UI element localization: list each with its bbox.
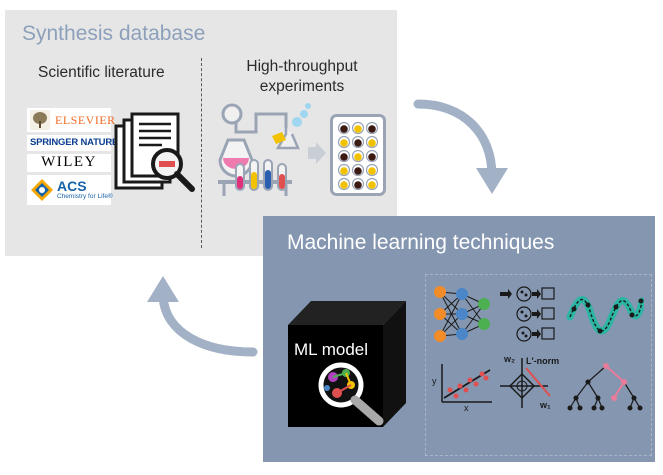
well-sample [340,125,348,133]
ml-model-label: ML model [294,340,369,359]
ml-techniques-box [425,274,652,456]
regression-y-axis-label: y [432,376,437,386]
regularization-w1-label: w₁ [539,400,551,410]
well-sample [340,153,348,161]
well-sample [354,153,362,161]
ml-title: Machine learning techniques [287,231,555,254]
well-plate-icon [330,114,386,196]
database-title: Synthesis database [22,22,206,45]
acs-logo: ACS Chemistry for Life® [27,175,113,205]
ml-model-cube-icon [288,301,406,427]
springer-nature-logo: SPRINGER NATURE [27,135,118,151]
springer-wordmark: SPRINGER NATURE [30,137,119,148]
wiley-logo: WILEY [27,154,111,172]
gaussian-process-icon [566,296,644,335]
well-sample [354,139,362,147]
document-stack-icon [114,112,195,192]
well-sample [368,181,376,189]
elsevier-wordmark: ELSEVIER [55,113,116,127]
acs-wordmark: ACS [57,178,87,194]
cycle-arrow-icon [147,276,258,357]
well-sample [354,167,362,175]
magnifier-icon [318,362,384,426]
well-sample [354,181,362,189]
lab-glassware-icon [218,103,311,196]
well-sample [368,153,376,161]
acs-badge-icon [31,179,53,201]
well-sample [340,181,348,189]
flow-arrow-icon [308,142,326,164]
well-sample [354,125,362,133]
regularization-norm-label: L′-norm [526,356,559,366]
well-sample [340,139,348,147]
elsevier-logo: ELSEVIER [27,108,115,132]
well-sample [368,125,376,133]
well-sample [340,167,348,175]
regularization-icon: w₂ L′-norm w₁ [500,354,559,410]
regularization-w2-label: w₂ [503,354,515,364]
literature-title: Scientific literature [38,64,165,81]
neural-network-icon [434,286,490,342]
decision-tree-icon [567,363,643,411]
wiley-wordmark: WILEY [41,154,97,170]
panel-divider [201,58,202,248]
well-sample [368,139,376,147]
acs-tagline: Chemistry for Life® [57,193,113,200]
cycle-arrow-icon [413,99,508,194]
hte-title: High-throughput experiments [246,58,358,95]
clustering-icon [500,286,555,342]
regression-x-axis-label: x [464,403,469,412]
linear-regression-icon: y x [432,364,492,412]
well-sample [368,167,376,175]
magnifier-icon [151,148,195,192]
elsevier-tree-icon [30,110,50,130]
